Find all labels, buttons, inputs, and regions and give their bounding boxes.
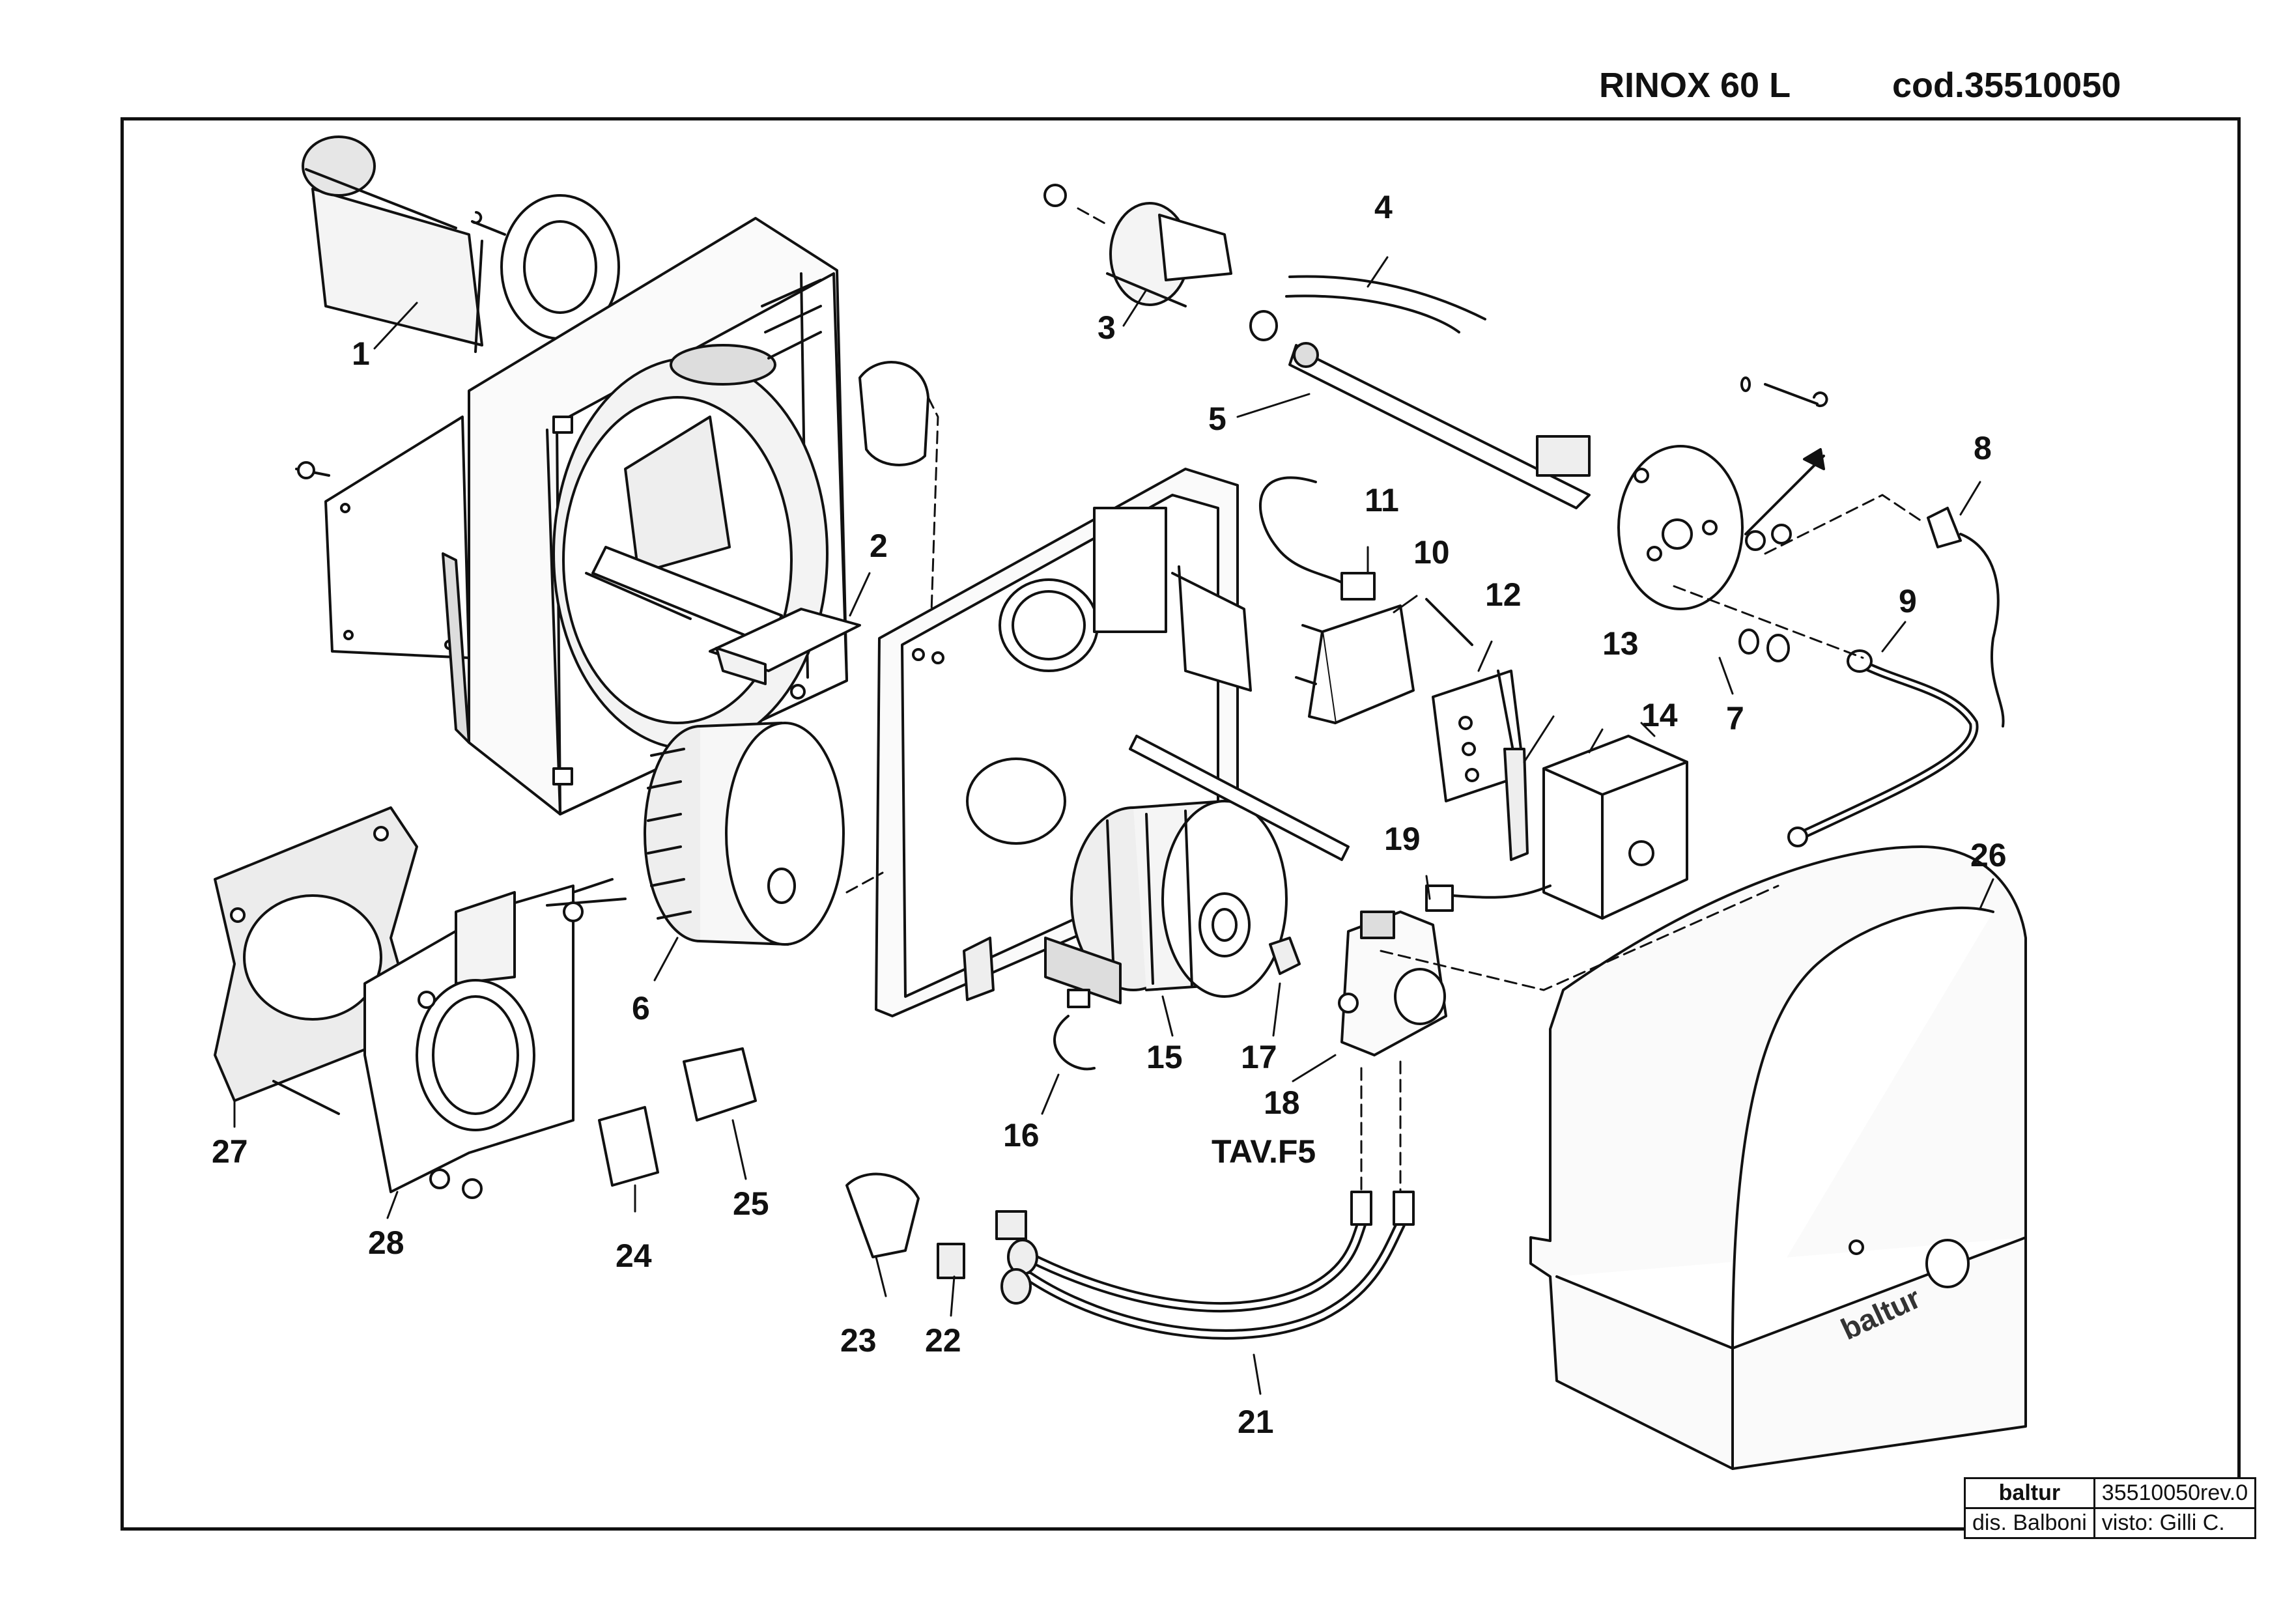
callout-9: 9 <box>1899 583 1917 619</box>
part-14-control-box <box>1542 735 1688 920</box>
title-block-brand: baltur <box>1964 1477 2095 1509</box>
callout-2: 2 <box>870 528 888 564</box>
callout-25: 25 <box>733 1185 769 1222</box>
part-10-transformer <box>1295 598 1473 724</box>
title-block-drawn-by: dis. Balboni <box>1964 1507 2095 1539</box>
part-4-ignition-cables <box>1285 275 1486 333</box>
callout-23: 23 <box>840 1322 877 1359</box>
washer-icon <box>1634 376 1792 662</box>
callout-27: 27 <box>212 1133 248 1170</box>
callout-5: 5 <box>1208 401 1226 437</box>
part-18-oil-pump <box>1338 911 1447 1056</box>
part-9-nozzle-tube <box>1787 649 1979 847</box>
part-15-motor <box>1070 800 1288 998</box>
part-19-cable <box>1425 884 1552 912</box>
callout-8: 8 <box>1974 430 1992 466</box>
callout-3: 3 <box>1098 309 1116 346</box>
callout-26: 26 <box>1970 837 2007 873</box>
part-6-fan-wheel <box>644 722 845 946</box>
title-block-checked-by: visto: Gilli C. <box>2093 1507 2257 1539</box>
callout-15: 15 <box>1146 1039 1183 1075</box>
callout-14: 14 <box>1641 697 1678 733</box>
callout-21: 21 <box>1238 1404 1274 1440</box>
part-5-electrode-rod <box>1288 342 1591 509</box>
part-23-cap <box>845 1172 920 1258</box>
nozzle-holder-disc <box>1617 383 1828 610</box>
callout-22: 22 <box>925 1322 961 1359</box>
part-11-photocell <box>1259 476 1376 601</box>
callout-11: 11 <box>1365 482 1399 518</box>
callout-24: 24 <box>616 1237 652 1274</box>
part-24-connector <box>598 1106 659 1187</box>
callout-18: 18 <box>1264 1084 1300 1121</box>
part-17-screw <box>1269 937 1301 975</box>
title-block: baltur 35510050rev.0 dis. Balboni visto:… <box>1964 1477 2257 1539</box>
part-25-connector <box>683 1047 757 1122</box>
part-13-clip <box>1503 748 1529 861</box>
callout-13: 13 <box>1602 625 1639 662</box>
leader-lines <box>233 256 1994 1395</box>
drawing-frame <box>120 117 2241 1531</box>
assembly-lines <box>845 207 1923 1193</box>
callout-7: 7 <box>1726 700 1744 737</box>
callout-28: 28 <box>368 1224 404 1261</box>
callout-12: 12 <box>1485 576 1522 613</box>
callout-16: 16 <box>1003 1117 1040 1153</box>
part-28-flange <box>272 878 627 1199</box>
part-12-bracket <box>1432 670 1525 802</box>
part-2-air-damper <box>585 572 861 700</box>
drawing-code: cod.35510050 <box>1892 66 2121 105</box>
part-16-capacitor <box>1044 937 1122 1071</box>
callout-6: 6 <box>632 990 650 1026</box>
part-1-blast-tube <box>302 135 620 353</box>
part-22-nipple <box>937 1210 1027 1279</box>
grommet <box>1249 310 1278 341</box>
transformer-bracket <box>1171 565 1252 692</box>
title-block-revision: 35510050rev.0 <box>2093 1477 2257 1509</box>
motor-shaft <box>1129 735 1350 861</box>
callout-10: 10 <box>1413 534 1450 571</box>
part-21-flexible-hoses <box>1000 1191 1415 1340</box>
model-title: RINOX 60 L <box>1599 66 1791 105</box>
callout-4: 4 <box>1374 189 1393 225</box>
callout-17: 17 <box>1241 1039 1277 1075</box>
part-8-photoresistor <box>1927 507 2005 728</box>
callout-tav-f5: TAV.F5 <box>1212 1133 1316 1170</box>
callout-19: 19 <box>1384 821 1421 857</box>
inspection-cap <box>858 361 929 466</box>
part-26-cover <box>1529 845 2027 1470</box>
part-3-ignition-electrode-holder <box>1043 184 1232 307</box>
callout-1: 1 <box>352 335 370 372</box>
